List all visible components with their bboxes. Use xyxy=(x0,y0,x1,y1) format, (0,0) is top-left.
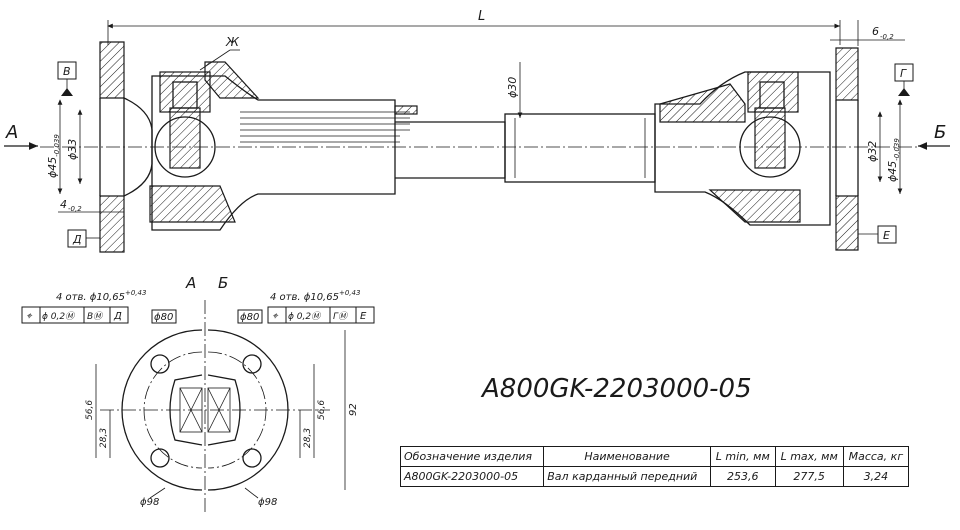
header-lmax: L max, мм xyxy=(774,446,844,467)
right-flange-outline xyxy=(207,329,289,491)
end-view-a-title: А xyxy=(185,274,196,292)
hole-note-left: 4 отв. ϕ10,65+0,43 xyxy=(56,289,146,303)
left-flange-top xyxy=(99,41,125,99)
table-header-row: Обозначение изделия Наименование L min, … xyxy=(399,446,910,467)
svg-text:⌖: ⌖ xyxy=(26,311,33,322)
right-bearing-cap xyxy=(747,71,799,113)
left-yoke-hatch xyxy=(204,61,260,99)
svg-text:ϕ 0,2Ⓜ: ϕ 0,2Ⓜ xyxy=(288,311,322,322)
cell-lmin: 253,6 xyxy=(709,466,776,487)
header-name: Наименование xyxy=(543,446,711,467)
right-bore-a-label: ϕ32 xyxy=(866,141,879,162)
view-b-label: Б xyxy=(934,122,946,143)
bolt-hole xyxy=(150,354,170,374)
tolerance-frame-right: ⌖ ϕ 0,2Ⓜ ГⓂ Е xyxy=(267,306,375,324)
offset-right-value: 6 xyxy=(872,25,879,38)
offset-left-tol: -0,2 xyxy=(68,205,82,213)
cell-designation: A800GK-2203000-05 xyxy=(399,466,545,487)
bolt-hole xyxy=(242,354,262,374)
datum-d: Д xyxy=(72,233,82,246)
bolt-circle-left: ϕ80 xyxy=(154,312,173,323)
header-mass: Масса, кг xyxy=(842,446,910,467)
half-left: 28,3 xyxy=(99,428,109,448)
right-bore-b-label: ϕ45-0,039 xyxy=(886,138,901,182)
main-view: L 6 -0,2 xyxy=(4,9,950,253)
hole-note-right: 4 отв. ϕ10,65+0,43 xyxy=(270,289,360,303)
cell-lmax: 277,5 xyxy=(774,466,844,487)
svg-text:ϕ 0,2Ⓜ: ϕ 0,2Ⓜ xyxy=(42,311,76,322)
datum-v: В xyxy=(63,65,71,78)
shaft-diameter-label: ϕ30 xyxy=(506,77,519,98)
bolt-hole xyxy=(150,448,170,468)
square-left: 56,6 xyxy=(85,400,95,420)
left-bearing-cap xyxy=(159,71,211,113)
half-right: 28,3 xyxy=(303,428,313,448)
end-views: А Б ϕ80 ϕ80 ϕ98 ϕ98 4 от xyxy=(21,274,375,515)
left-yoke-bottom-hatch xyxy=(149,185,236,223)
shaft-tube xyxy=(504,113,656,183)
flange-od-right: ϕ98 xyxy=(258,497,277,508)
right-yoke-bottom-hatch xyxy=(708,189,801,223)
svg-text:ВⓂ: ВⓂ xyxy=(87,311,104,322)
svg-text:ГⓂ: ГⓂ xyxy=(333,311,349,322)
spline-section xyxy=(240,111,410,143)
part-number-title: A800GK-2203000-05 xyxy=(480,374,752,404)
bolt-hole xyxy=(242,448,262,468)
header-designation: Обозначение изделия xyxy=(399,446,545,467)
right-flange-top xyxy=(835,47,859,101)
left-bore-b-label: ϕ45-0,039 xyxy=(46,134,61,178)
datum-e-box xyxy=(877,225,897,244)
end-view-b-title: Б xyxy=(218,274,228,292)
offset-left-value: 4 xyxy=(60,198,67,211)
svg-text:Е: Е xyxy=(360,311,367,322)
cell-mass: 3,24 xyxy=(842,466,910,487)
detail-label: Ж xyxy=(225,35,240,49)
flange-od-left: ϕ98 xyxy=(140,497,159,508)
bolt-circle-right: ϕ80 xyxy=(240,312,259,323)
right-flange-bottom xyxy=(835,195,859,251)
tolerance-frame-left: ⌖ ϕ 0,2Ⓜ ВⓂ Д xyxy=(21,306,129,324)
datum-e: Е xyxy=(883,229,890,242)
offset-right-tol: -0,2 xyxy=(880,33,894,41)
svg-text:Д: Д xyxy=(113,311,122,322)
left-flange-outline xyxy=(121,329,203,491)
datum-d-box xyxy=(67,229,87,248)
table-row: A800GK-2203000-05 Вал карданный передний… xyxy=(399,466,910,487)
right-yoke-hatch xyxy=(659,83,746,123)
left-flange-bottom xyxy=(99,195,125,253)
length-label: L xyxy=(478,9,485,24)
spec-table: Обозначение изделия Наименование L min, … xyxy=(399,446,910,487)
cell-name: Вал карданный передний xyxy=(543,466,711,487)
flange-height: 92 xyxy=(348,403,359,416)
square-right: 56,6 xyxy=(317,400,327,420)
datum-g: Г xyxy=(900,67,907,80)
view-a-label: А xyxy=(5,122,18,143)
left-bore-a-label: ϕ33 xyxy=(66,139,79,160)
svg-text:⌖: ⌖ xyxy=(272,311,279,322)
header-lmin: L min, мм xyxy=(709,446,776,467)
